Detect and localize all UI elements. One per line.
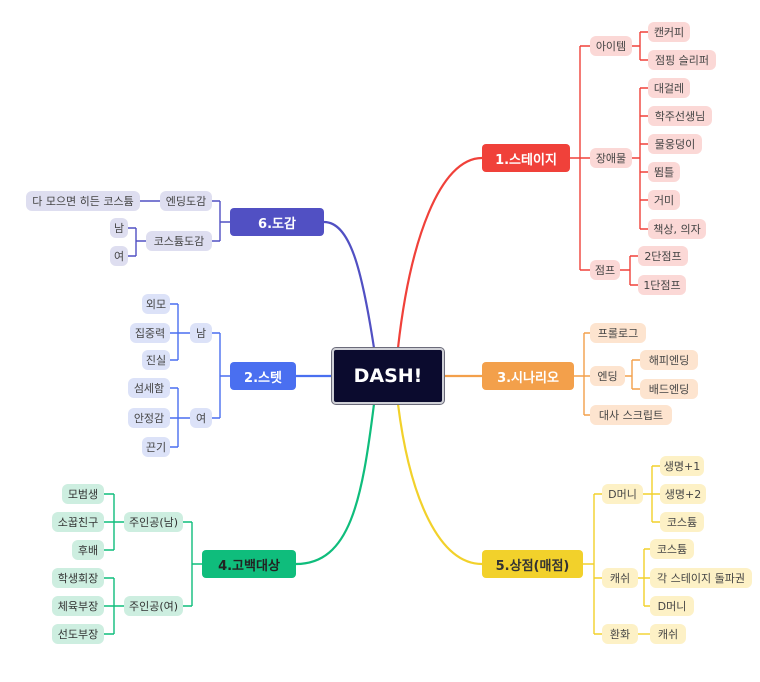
leaf-item[interactable]: 생명+1 bbox=[660, 456, 704, 476]
topic-shop[interactable]: 5.상점(매점) bbox=[482, 550, 583, 578]
subtopic-exchange[interactable]: 환화 bbox=[602, 624, 638, 644]
leaf-item[interactable]: 모범생 bbox=[62, 484, 104, 504]
leaf-item[interactable]: 학생회장 bbox=[52, 568, 104, 588]
leaf-item[interactable]: 코스튬 bbox=[660, 512, 704, 532]
leaf-item[interactable]: 캐쉬 bbox=[650, 624, 686, 644]
leaf-item[interactable]: 체육부장 bbox=[52, 596, 104, 616]
subtopic-item[interactable]: 아이템 bbox=[590, 36, 632, 56]
subtopic-ending-book[interactable]: 엔딩도감 bbox=[160, 191, 212, 211]
leaf-item[interactable]: 후배 bbox=[72, 540, 104, 560]
leaf-item[interactable]: 생명+2 bbox=[660, 484, 706, 504]
branch-line-confession bbox=[295, 403, 376, 566]
leaf-item[interactable]: 뜀틀 bbox=[648, 162, 680, 182]
leaf-item[interactable]: 남 bbox=[110, 218, 128, 238]
leaf-item[interactable]: 선도부장 bbox=[52, 624, 104, 644]
leaf-item[interactable]: 물웅덩이 bbox=[648, 134, 702, 154]
leaf-item[interactable]: 1단점프 bbox=[638, 275, 686, 295]
topic-stats[interactable]: 2.스텟 bbox=[230, 362, 296, 390]
leaf-item[interactable]: 해피엔딩 bbox=[640, 350, 698, 370]
leaf-item[interactable]: 여 bbox=[110, 246, 128, 266]
subtopic-female[interactable]: 여 bbox=[190, 408, 212, 428]
subtopic-male-protagonist[interactable]: 주인공(남) bbox=[124, 512, 183, 532]
leaf-item[interactable]: 코스튬 bbox=[650, 539, 694, 559]
subtopic-prologue[interactable]: 프롤로그 bbox=[590, 323, 646, 343]
leaf-item[interactable]: 점핑 슬리퍼 bbox=[648, 50, 716, 70]
leaf-item[interactable]: 2단점프 bbox=[638, 246, 688, 266]
leaf-item[interactable]: 캔커피 bbox=[648, 22, 690, 42]
branch-line-shop bbox=[396, 403, 483, 566]
leaf-item[interactable]: 배드엔딩 bbox=[640, 379, 698, 399]
leaf-item[interactable]: 섬세함 bbox=[128, 378, 170, 398]
leaf-item[interactable]: 대걸레 bbox=[648, 78, 690, 98]
leaf-item[interactable]: 진실 bbox=[142, 350, 170, 370]
root-node[interactable]: DASH! bbox=[331, 347, 445, 405]
leaf-item[interactable]: 안정감 bbox=[128, 408, 170, 428]
leaf-item[interactable]: 끈기 bbox=[142, 437, 170, 457]
topic-confession[interactable]: 4.고백대상 bbox=[202, 550, 296, 578]
leaf-item[interactable]: 학주선생님 bbox=[648, 106, 712, 126]
leaf-item[interactable]: 집중력 bbox=[130, 323, 170, 343]
subtopic-costume-book[interactable]: 코스튬도감 bbox=[146, 231, 212, 251]
leaf-item[interactable]: D머니 bbox=[650, 596, 694, 616]
subtopic-cash[interactable]: 캐쉬 bbox=[602, 568, 638, 588]
topic-collection[interactable]: 6.도감 bbox=[230, 208, 324, 236]
subtopic-jump[interactable]: 점프 bbox=[590, 260, 620, 280]
topic-stage[interactable]: 1.스테이지 bbox=[482, 144, 570, 172]
subtopic-script[interactable]: 대사 스크립트 bbox=[590, 405, 672, 425]
branch-line-stage bbox=[396, 156, 483, 349]
topic-scenario[interactable]: 3.시나리오 bbox=[482, 362, 574, 390]
subtopic-dmoney[interactable]: D머니 bbox=[602, 484, 643, 504]
subtopic-ending[interactable]: 엔딩 bbox=[590, 366, 625, 386]
branch-line-collection bbox=[323, 220, 376, 349]
leaf-item[interactable]: 다 모으면 히든 코스튬 bbox=[26, 191, 140, 211]
leaf-item[interactable]: 책상, 의자 bbox=[648, 219, 706, 239]
subtopic-male[interactable]: 남 bbox=[190, 323, 212, 343]
leaf-item[interactable]: 거미 bbox=[648, 190, 680, 210]
subtopic-obstacle[interactable]: 장애물 bbox=[590, 148, 632, 168]
leaf-item[interactable]: 각 스테이지 돌파권 bbox=[650, 568, 752, 588]
leaf-item[interactable]: 소꿉친구 bbox=[52, 512, 104, 532]
subtopic-female-protagonist[interactable]: 주인공(여) bbox=[124, 596, 183, 616]
leaf-item[interactable]: 외모 bbox=[142, 294, 170, 314]
